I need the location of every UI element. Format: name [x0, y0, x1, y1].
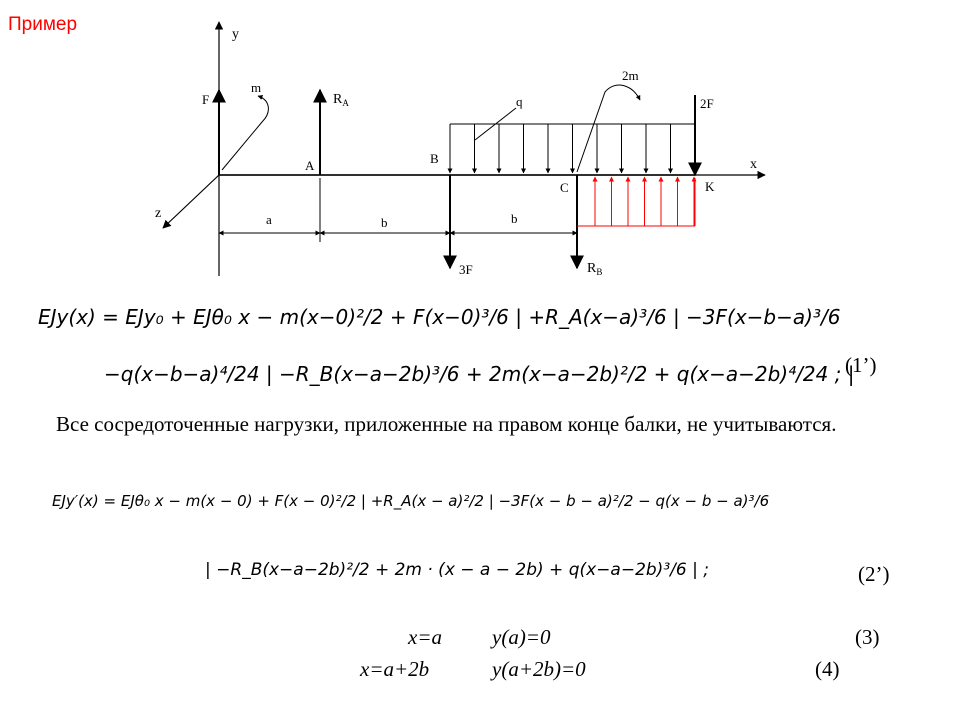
condition-3-number: (3) [855, 625, 880, 649]
condition-3-y: y(a)=0 [492, 625, 551, 649]
condition-4-number: (4) [815, 657, 840, 681]
load-q-leader [474, 107, 517, 141]
dim-a-label: a [266, 212, 272, 227]
reaction-RA-label: RA [333, 92, 349, 108]
condition-3-x: x=a [408, 625, 442, 649]
force-3F-label: 3F [459, 262, 473, 277]
dim-b2-label: b [511, 211, 518, 226]
dim-b1-label: b [381, 215, 388, 230]
reaction-RB-label: RB [587, 261, 602, 277]
equation-1-line-2: −q(x−b−a)⁴/24 | −R_B(x−a−2b)³/6 + 2m(x−a… [104, 362, 855, 386]
z-axis [162, 174, 220, 229]
moment-m-label: m [251, 80, 261, 95]
force-F-label: F [202, 92, 209, 107]
point-C-label: C [560, 180, 569, 195]
point-A-label: A [305, 158, 315, 173]
point-B-label: B [430, 151, 439, 166]
page-title: Пример [8, 14, 78, 35]
equation-1-number: (1’) [845, 353, 877, 377]
moment-2m-label: 2m [622, 68, 639, 83]
moment-m-arrow [221, 95, 269, 171]
beam-diagram: y x z F m RA A q B 3F C 2m RB 2F K a b b [155, 21, 766, 277]
x-axis-label: x [750, 157, 757, 172]
equation-2-number: (2’) [858, 562, 890, 586]
z-axis-label: z [155, 206, 161, 221]
equation-2-line-2: | −R_B(x−a−2b)²/2 + 2m · (x − a − 2b) + … [205, 560, 709, 580]
equation-2-line-1: EJy′(x) = EJθ₀ x − m(x − 0) + F(x − 0)²/… [52, 492, 770, 510]
reverse-load-arrows [592, 176, 697, 226]
condition-4-y: y(a+2b)=0 [492, 657, 586, 681]
point-K-label: K [705, 179, 715, 194]
equation-1-line-1: EJy(x) = EJy₀ + EJθ₀ x − m(x−0)²/2 + F(x… [38, 305, 841, 329]
force-2F-label: 2F [700, 96, 714, 111]
y-axis-label: y [232, 27, 239, 42]
condition-4-x: x=a+2b [360, 657, 430, 681]
moment-2m-arrow [576, 84, 641, 173]
note-paragraph: Все сосредоточенные нагрузки, приложенны… [56, 412, 837, 436]
load-q-label: q [516, 94, 523, 109]
